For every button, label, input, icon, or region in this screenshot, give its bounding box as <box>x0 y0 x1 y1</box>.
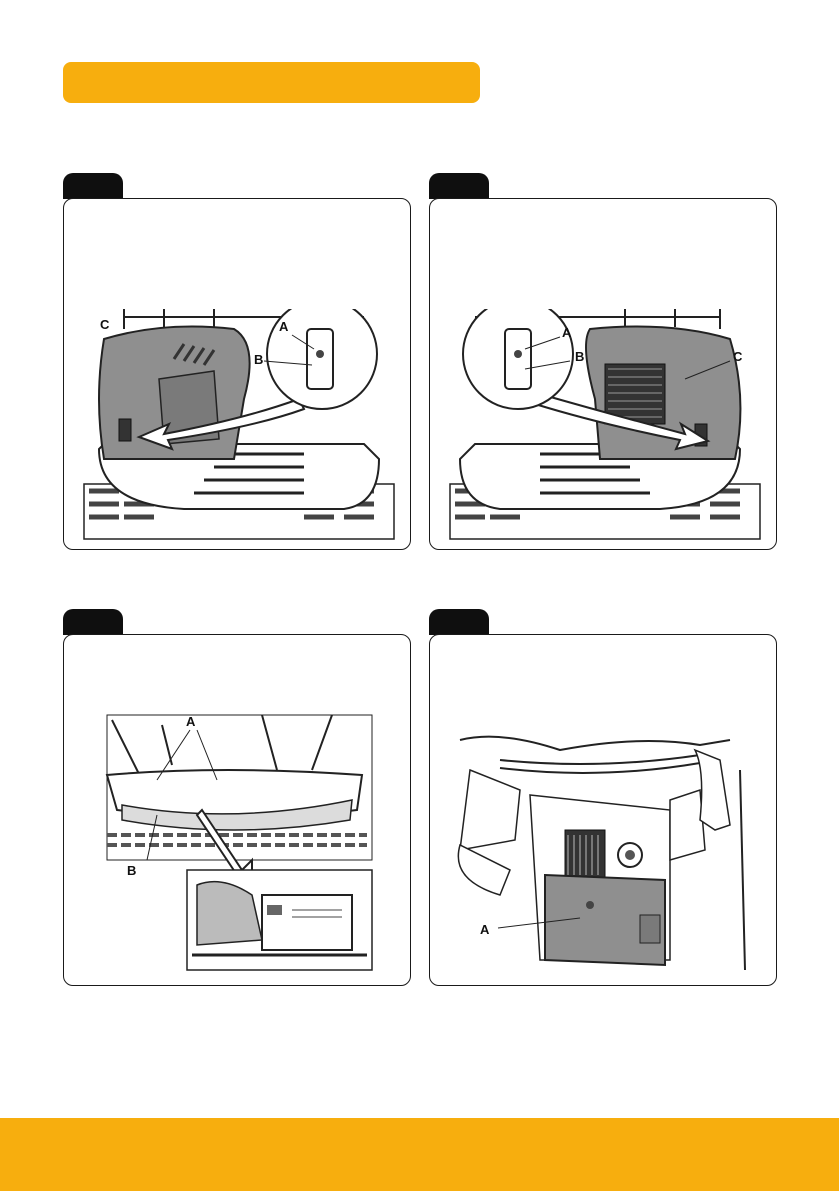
callout-b: B <box>575 349 584 364</box>
figure-frame-2: A B C <box>429 198 777 550</box>
figure-panel-4: A <box>429 609 777 986</box>
fuse-panel-cover-illustration: A <box>440 730 760 980</box>
section-title-bar <box>63 62 480 103</box>
callout-b: B <box>254 352 263 367</box>
figure-panel-3: A B <box>63 609 411 986</box>
callout-a: A <box>480 922 490 937</box>
callout-a: A <box>562 325 572 340</box>
callout-c: C <box>100 317 110 332</box>
callout-a: A <box>279 319 289 334</box>
figure-tab-2 <box>429 173 489 199</box>
figure-panel-1: C A B <box>63 173 411 550</box>
figure-frame-4: A <box>429 634 777 986</box>
figure-panel-2: A B C <box>429 173 777 550</box>
callout-c: C <box>733 349 743 364</box>
figure-tab-4 <box>429 609 489 635</box>
figure-frame-3: A B <box>63 634 411 986</box>
machine-illustration-left-cover: C A B <box>64 309 410 549</box>
callout-a: A <box>186 714 196 729</box>
callout-b: B <box>127 863 136 878</box>
figure-tab-3 <box>63 609 123 635</box>
figure-frame-1: C A B <box>63 198 411 550</box>
footer-bar <box>0 1118 839 1191</box>
machine-illustration-right-cover: A B C <box>430 309 776 549</box>
figure-tab-1 <box>63 173 123 199</box>
battery-cover-illustration: A B <box>102 710 382 975</box>
